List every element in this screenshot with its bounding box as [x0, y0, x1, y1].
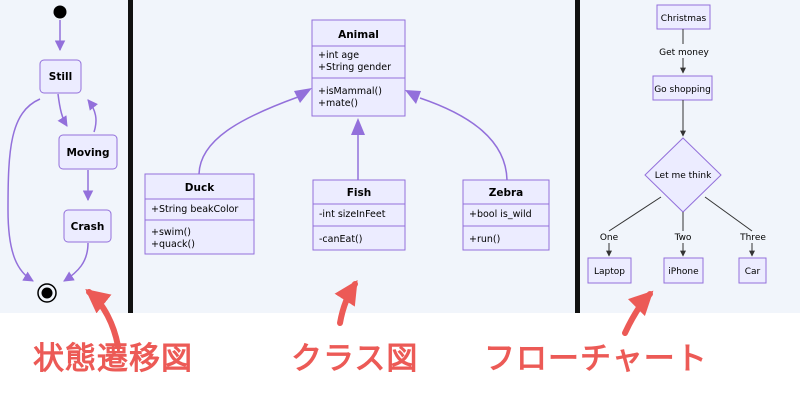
- flow-node-car: Car: [738, 257, 767, 284]
- class-duck: Duck +String beakColor +swim() +quack(): [144, 173, 255, 255]
- class-diagram: Animal +int age +String gender +isMammal…: [144, 19, 550, 255]
- class-fish-method: -canEat(): [319, 234, 362, 245]
- flow-branch-label-three: Three: [739, 233, 766, 243]
- flow-edge-label: Get money: [659, 48, 709, 58]
- flow-node-step-label: Go shopping: [654, 85, 711, 95]
- state-moving-label: Moving: [66, 147, 109, 159]
- inheritance-arrowhead-fish: [351, 118, 365, 135]
- flow-node-start-label: Christmas: [661, 14, 707, 24]
- pointer-arrow-class: [334, 279, 358, 326]
- flow-node-start: Christmas: [656, 4, 711, 30]
- flow-branch-label-two: Two: [674, 233, 692, 243]
- transition-still-end: [7, 98, 41, 282]
- class-animal-name: Animal: [338, 29, 379, 41]
- class-zebra: Zebra +bool is_wild +run(): [462, 179, 550, 251]
- class-animal-method: +isMammal(): [318, 86, 382, 97]
- class-animal: Animal +int age +String gender +isMammal…: [311, 19, 406, 117]
- pointer-arrow-state: [85, 288, 121, 349]
- transition-still-moving: [57, 93, 68, 127]
- class-duck-attribute: +String beakColor: [151, 204, 238, 215]
- flow-node-decision-label: Let me think: [655, 171, 712, 181]
- flow-node-iphone-label: iPhone: [668, 267, 699, 277]
- flow-node-laptop-label: Laptop: [594, 267, 625, 277]
- class-duck-name: Duck: [185, 182, 215, 194]
- class-zebra-name: Zebra: [489, 187, 524, 199]
- class-fish-attribute: -int sizeInFeet: [319, 209, 386, 220]
- class-animal-attribute: +String gender: [318, 62, 391, 73]
- start-state-marker: [53, 5, 67, 19]
- inheritance-arrowhead-zebra: [405, 90, 421, 104]
- end-state-marker-outer: [37, 283, 57, 303]
- inheritance-zebra-animal: [419, 97, 508, 181]
- caption-flowchart: フローチャート: [484, 341, 708, 377]
- state-crash: Crash: [63, 209, 112, 243]
- state-crash-label: Crash: [71, 221, 105, 233]
- flow-edge-branch-three: [704, 196, 753, 232]
- flow-edge-branch-one: [608, 196, 662, 232]
- class-duck-method: +swim(): [151, 227, 191, 238]
- flow-edge-label-bg: [655, 44, 713, 58]
- state-moving: Moving: [58, 134, 118, 170]
- inheritance-duck-animal: [198, 96, 299, 175]
- class-animal-method: +mate(): [318, 98, 358, 109]
- flow-branch-label-one: One: [600, 233, 619, 243]
- flow-node-laptop: Laptop: [587, 257, 632, 284]
- flow-node-iphone: iPhone: [663, 257, 704, 284]
- pointer-arrow-flow: [622, 290, 654, 336]
- end-state-marker-inner: [41, 287, 53, 299]
- transition-crash-end: [63, 242, 89, 282]
- class-fish: Fish -int sizeInFeet -canEat(): [312, 179, 406, 251]
- transition-moving-still: [87, 99, 99, 133]
- inheritance-arrowhead-duck: [294, 88, 312, 103]
- state-diagram: Still Moving Crash: [7, 5, 118, 303]
- class-fish-name: Fish: [347, 187, 372, 199]
- state-still-label: Still: [49, 71, 72, 83]
- class-duck-method: +quack(): [151, 239, 195, 250]
- flowchart: Christmas Get money Go shopping Let me t…: [587, 4, 767, 284]
- panel-divider-left: [128, 0, 133, 313]
- class-animal-attribute: +int age: [318, 50, 359, 61]
- flow-node-car-label: Car: [745, 267, 761, 277]
- caption-class-diagram: クラス図: [291, 341, 419, 377]
- state-still: Still: [39, 59, 82, 94]
- panel-divider-right: [575, 0, 580, 313]
- class-zebra-attribute: +bool is_wild: [469, 209, 532, 220]
- flow-node-step: Go shopping: [652, 75, 713, 101]
- class-zebra-method: +run(): [469, 234, 500, 245]
- caption-state-diagram: 状態遷移図: [33, 341, 193, 377]
